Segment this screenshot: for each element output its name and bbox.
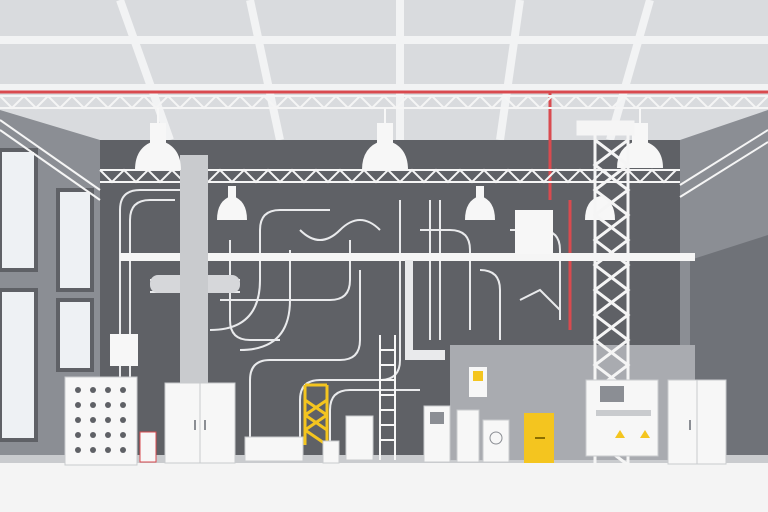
appliance-row: [423, 405, 510, 463]
pendant-lamp-icon: [135, 108, 663, 220]
small-unit: [322, 440, 340, 464]
poster-figure: [473, 371, 483, 381]
pipe-column: [405, 260, 413, 360]
ladder-icon: [379, 335, 396, 460]
cabinet-icon: [667, 379, 727, 465]
control-console-icon: [585, 379, 659, 457]
column: [180, 155, 208, 385]
junction-box: [110, 334, 138, 366]
small-machine: [345, 415, 374, 461]
floor-shadow: [0, 455, 768, 463]
rooftop-unit: [515, 210, 553, 254]
cabinet-icon: [164, 382, 236, 464]
yellow-locker-icon: [524, 413, 554, 463]
pipe-network: [119, 189, 561, 460]
window: [0, 148, 94, 442]
fire-extinguisher-box: [139, 431, 157, 463]
mezzanine-beam: [120, 253, 695, 261]
pipe-elbow: [405, 350, 445, 360]
electrical-panel-icon: [64, 376, 138, 466]
scaffold-tower-icon: [303, 383, 329, 447]
floor: [0, 460, 768, 512]
low-machine: [244, 436, 304, 462]
